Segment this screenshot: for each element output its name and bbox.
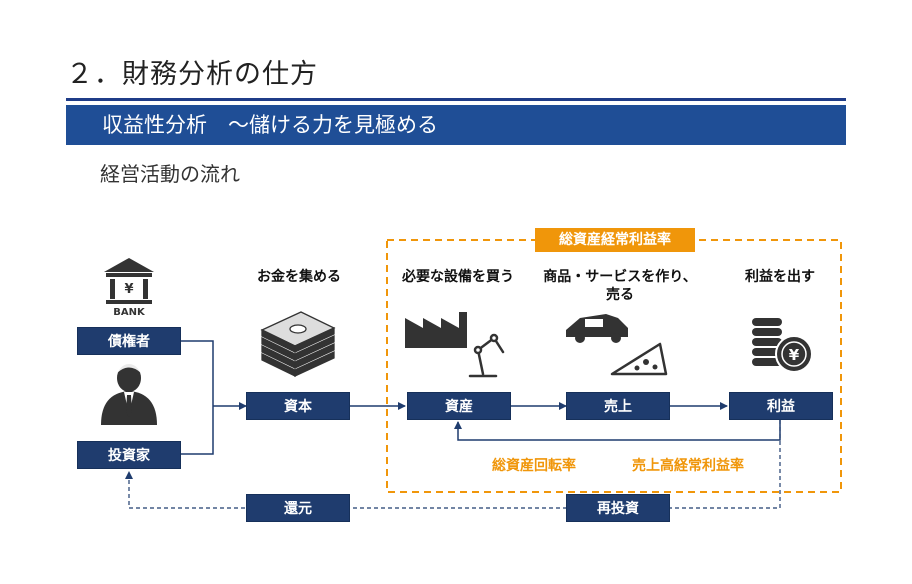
caption-collect-money: お金を集める: [257, 269, 341, 285]
ordinary-margin-label: 売上高経常利益率: [632, 458, 744, 474]
investor-person-icon: [101, 363, 157, 425]
robot-arm-icon: [468, 333, 505, 378]
assets-box: 資産: [407, 392, 511, 420]
money-stack-icon: [260, 311, 336, 378]
section-banner: 収益性分析 ～儲ける力を見極める: [66, 105, 846, 145]
coin-yen-text: ¥: [789, 346, 800, 364]
bank-yen-text: ¥: [124, 282, 133, 297]
coin-stack-icon: [752, 318, 813, 373]
page-title: ２．財務分析の仕方: [66, 59, 318, 90]
capital-box: 資本: [246, 392, 350, 420]
pizza-slice-icon: [610, 342, 668, 376]
reinvest-box: 再投資: [566, 494, 670, 522]
caption-buy-equipment: 必要な設備を買う: [402, 269, 514, 285]
caption-make-profit: 利益を出す: [745, 269, 815, 285]
roa-ratio-tag: 総資産経常利益率: [535, 228, 695, 252]
investor-box: 投資家: [77, 441, 181, 469]
caption-make-and-sell: 商品・サービスを作り、売る: [543, 269, 697, 303]
profit-box: 利益: [729, 392, 833, 420]
ratio-frame: [386, 239, 842, 493]
asset-turnover-label: 総資産回転率: [492, 458, 576, 474]
title-underline: [66, 98, 846, 101]
factory-icon: [405, 312, 467, 348]
return-box: 還元: [246, 494, 350, 522]
bank-text: BANK: [113, 307, 146, 318]
arrow-profit-to-assets: [454, 420, 781, 441]
bank-icon: [104, 258, 154, 304]
return-dashed-loop: [125, 420, 781, 509]
section-subtitle: 経営活動の流れ: [100, 162, 240, 186]
car-icon: [566, 314, 628, 343]
sales-box: 売上: [566, 392, 670, 420]
creditor-investor-bracket: [181, 340, 214, 455]
creditor-box: 債権者: [77, 327, 181, 355]
